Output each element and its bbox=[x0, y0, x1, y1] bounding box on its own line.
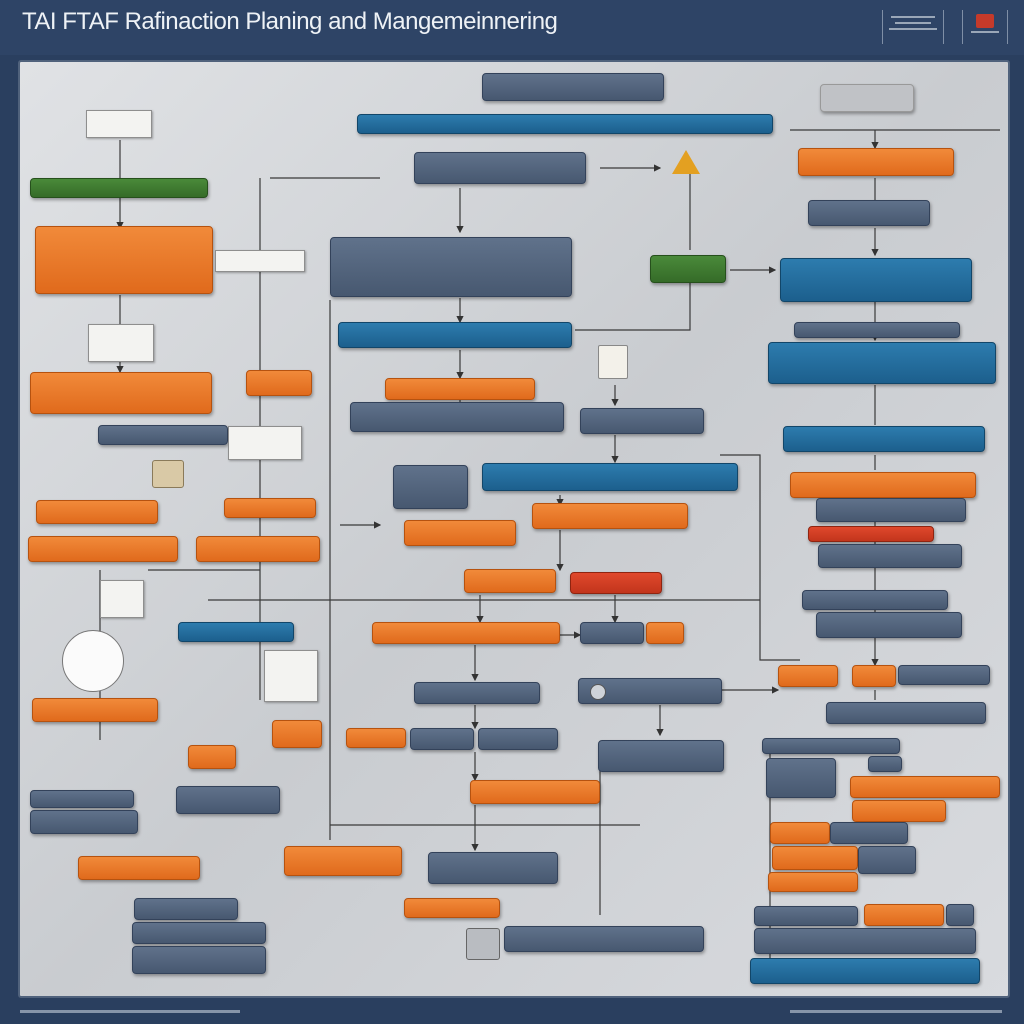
node-right-12[interactable] bbox=[816, 612, 962, 638]
node-center-1[interactable] bbox=[414, 152, 586, 184]
node-right-7[interactable] bbox=[790, 472, 976, 498]
node-center-5[interactable] bbox=[385, 378, 535, 400]
node-left-10[interactable] bbox=[30, 790, 134, 808]
node-right-20[interactable] bbox=[850, 776, 1000, 798]
note-center-2 bbox=[228, 426, 302, 460]
node-right-31[interactable] bbox=[750, 958, 980, 984]
node-right-9[interactable] bbox=[808, 526, 934, 542]
node-center-21[interactable] bbox=[428, 852, 558, 884]
note-center-1 bbox=[215, 250, 305, 272]
node-center-9[interactable] bbox=[393, 465, 468, 509]
node-center-12[interactable] bbox=[570, 572, 662, 594]
footer-bar bbox=[0, 998, 1024, 1024]
node-right-15[interactable] bbox=[898, 665, 990, 685]
node-left-4[interactable] bbox=[36, 500, 158, 524]
node-left-5[interactable] bbox=[28, 536, 178, 562]
node-right-10[interactable] bbox=[818, 544, 962, 568]
document-icon bbox=[598, 345, 628, 379]
node-right-14[interactable] bbox=[852, 665, 896, 687]
node-center-16[interactable] bbox=[346, 728, 406, 748]
node-left-7[interactable] bbox=[32, 698, 158, 722]
node-center-7[interactable] bbox=[224, 498, 316, 518]
node-right-11[interactable] bbox=[802, 590, 948, 610]
node-left-8[interactable] bbox=[188, 745, 236, 769]
node-cr-green[interactable] bbox=[650, 255, 726, 283]
node-center-4[interactable] bbox=[246, 370, 312, 396]
node-left-6[interactable] bbox=[178, 622, 294, 642]
node-right-26[interactable] bbox=[768, 872, 858, 892]
node-center-8[interactable] bbox=[196, 536, 320, 562]
node-cr-3[interactable] bbox=[532, 503, 688, 529]
node-left-14[interactable] bbox=[132, 922, 266, 944]
gear-icon bbox=[590, 684, 606, 700]
node-cr-2[interactable] bbox=[482, 463, 738, 491]
node-center-20[interactable] bbox=[284, 846, 402, 876]
node-right-25[interactable] bbox=[858, 846, 916, 874]
node-right-23[interactable] bbox=[830, 822, 908, 844]
node-top-1[interactable] bbox=[482, 73, 664, 101]
node-right-2[interactable] bbox=[808, 200, 930, 226]
node-center-15[interactable] bbox=[272, 720, 322, 748]
node-center-17[interactable] bbox=[410, 728, 474, 750]
node-right-19[interactable] bbox=[868, 756, 902, 772]
node-cr-7[interactable] bbox=[598, 740, 724, 772]
node-right-1[interactable] bbox=[798, 148, 954, 176]
node-center-11[interactable] bbox=[464, 569, 556, 593]
box-icon bbox=[152, 460, 184, 488]
node-right-5[interactable] bbox=[768, 342, 996, 384]
node-right-6[interactable] bbox=[783, 426, 985, 452]
node-right-27[interactable] bbox=[754, 906, 858, 926]
node-center-6[interactable] bbox=[350, 402, 564, 432]
node-center-13[interactable] bbox=[372, 622, 560, 644]
node-center-2[interactable] bbox=[330, 237, 572, 297]
node-center-14[interactable] bbox=[414, 682, 540, 704]
node-left-11[interactable] bbox=[30, 810, 138, 834]
note-center-3 bbox=[264, 650, 318, 702]
node-right-28[interactable] bbox=[864, 904, 944, 926]
node-center-3[interactable] bbox=[338, 322, 572, 348]
footer-line-right bbox=[790, 1010, 1002, 1013]
node-cr-4[interactable] bbox=[580, 622, 644, 644]
node-center-19[interactable] bbox=[470, 780, 600, 804]
node-left-3[interactable] bbox=[98, 425, 228, 445]
node-right-18[interactable] bbox=[766, 758, 836, 798]
logo-icon bbox=[962, 10, 1008, 44]
node-left-green[interactable] bbox=[30, 178, 208, 198]
node-left-9[interactable] bbox=[176, 786, 280, 814]
node-center-18[interactable] bbox=[478, 728, 558, 750]
node-right-30[interactable] bbox=[754, 928, 976, 954]
node-left-1[interactable] bbox=[35, 226, 213, 294]
header-bar: TAI FTAF Rafinaction Planing and Mangeme… bbox=[0, 0, 1024, 55]
node-left-12[interactable] bbox=[78, 856, 200, 880]
note-left-1 bbox=[88, 324, 154, 362]
node-center-10[interactable] bbox=[404, 520, 516, 546]
header-badge-1 bbox=[882, 10, 944, 44]
node-center-23[interactable] bbox=[504, 926, 704, 952]
node-left-circle[interactable] bbox=[62, 630, 124, 692]
node-right-29[interactable] bbox=[946, 904, 974, 926]
node-left-15[interactable] bbox=[132, 946, 266, 974]
page-title: TAI FTAF Rafinaction Planing and Mangeme… bbox=[22, 8, 558, 35]
node-right-3[interactable] bbox=[780, 258, 972, 302]
node-right-16[interactable] bbox=[826, 702, 986, 724]
node-center-22[interactable] bbox=[404, 898, 500, 918]
node-right-4[interactable] bbox=[794, 322, 960, 338]
node-cr-5[interactable] bbox=[646, 622, 684, 644]
note-top-left bbox=[86, 110, 152, 138]
node-right-24[interactable] bbox=[772, 846, 858, 870]
node-right-13[interactable] bbox=[778, 665, 838, 687]
node-left-13[interactable] bbox=[134, 898, 238, 920]
node-top-3[interactable] bbox=[820, 84, 914, 112]
node-right-8[interactable] bbox=[816, 498, 966, 522]
node-right-17[interactable] bbox=[762, 738, 900, 754]
node-right-21[interactable] bbox=[852, 800, 946, 822]
node-right-22[interactable] bbox=[770, 822, 830, 844]
note-left-2 bbox=[100, 580, 144, 618]
node-left-2[interactable] bbox=[30, 372, 212, 414]
node-cr-1[interactable] bbox=[580, 408, 704, 434]
footer-line-left bbox=[20, 1010, 240, 1013]
server-icon bbox=[466, 928, 500, 960]
node-top-2[interactable] bbox=[357, 114, 773, 134]
